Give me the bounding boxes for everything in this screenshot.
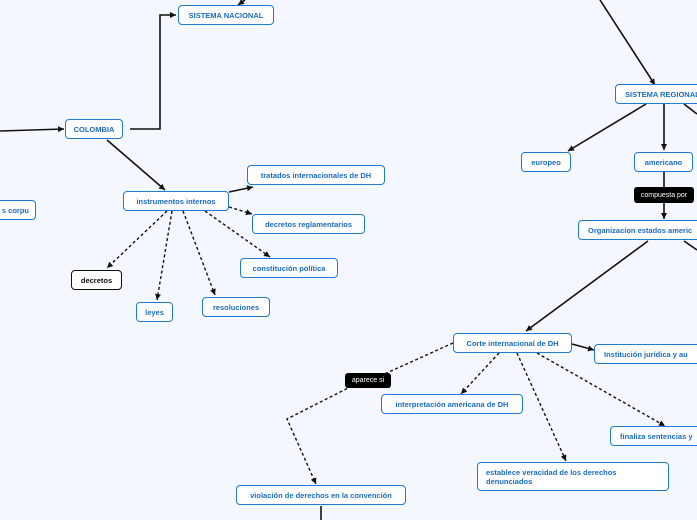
node-organizacion-estados[interactable]: Organizacion estados americ	[578, 220, 697, 240]
node-corte-internacional[interactable]: Corte internacional de DH	[453, 333, 572, 353]
edge-corte-to-finaliza	[536, 352, 666, 427]
node-sistema-nacional[interactable]: SISTEMA NACIONAL	[178, 5, 274, 25]
edge-instrumentos-to-constitucion	[204, 210, 271, 258]
node-institucion-juridica[interactable]: Institución jurídica y au	[594, 344, 697, 364]
edge-corte-to-aparece	[379, 342, 454, 377]
edge-organizacion-to-corte	[525, 240, 649, 332]
edge-colombia-to-sistema-nacional	[130, 12, 176, 130]
node-establece-veracidad[interactable]: establece veracidad de los derechos denu…	[477, 462, 669, 491]
edge-left-to-colombia	[0, 126, 65, 133]
edge-organizacion-to-right	[683, 240, 697, 251]
node-interpretacion-americana[interactable]: interpretación americana de DH	[381, 394, 523, 414]
node-americano[interactable]: americano	[634, 152, 693, 172]
edge-corte-to-establece	[516, 352, 567, 462]
edge-instrumentos-to-tratados	[228, 185, 254, 193]
edge-regional-to-europeo	[567, 103, 647, 152]
node-violacion-derechos[interactable]: violación de derechos en la convención	[236, 485, 406, 505]
edge-instrumentos-to-leyes	[155, 210, 173, 301]
edge-instrumentos-to-resoluciones	[182, 210, 216, 296]
edge-aparece-to-violacion	[286, 385, 353, 485]
node-corpus-partial[interactable]: s corpu	[0, 200, 36, 220]
node-sistema-regional[interactable]: SISTEMA REGIONAL	[615, 84, 697, 104]
edge-regional-to-right	[683, 103, 697, 115]
edge-instrumentos-to-decretos-reglamentarios	[228, 206, 253, 216]
node-decretos[interactable]: decretos	[71, 270, 122, 290]
node-finaliza-sentencias[interactable]: finaliza sentencias y	[610, 426, 697, 446]
node-instrumentos-internos[interactable]: instrumentos internos	[123, 191, 229, 211]
edge-colombia-to-instrumentos	[106, 139, 166, 191]
node-decretos-reglamentarios[interactable]: decretos reglamentarios	[252, 214, 365, 234]
node-constitucion-politica[interactable]: constitución política	[240, 258, 338, 278]
edge-label-aparece-si: aparece si	[345, 373, 391, 388]
node-resoluciones[interactable]: resoluciones	[202, 297, 270, 317]
edge-instrumentos-to-decretos	[106, 210, 168, 269]
edge-label-compuesta-por: compuesta por	[634, 187, 694, 203]
edge-top-to-sistema-regional	[599, 0, 656, 86]
edge-corte-to-institucion	[571, 343, 595, 352]
node-leyes[interactable]: leyes	[136, 302, 173, 322]
node-tratados-internacionales[interactable]: tratados internacionales de DH	[247, 165, 385, 185]
node-europeo[interactable]: europeo	[521, 152, 571, 172]
node-colombia[interactable]: COLOMBIA	[65, 119, 123, 139]
edge-top-to-sistema-nacional	[237, 0, 246, 6]
edge-corte-to-interpretacion	[460, 352, 500, 395]
